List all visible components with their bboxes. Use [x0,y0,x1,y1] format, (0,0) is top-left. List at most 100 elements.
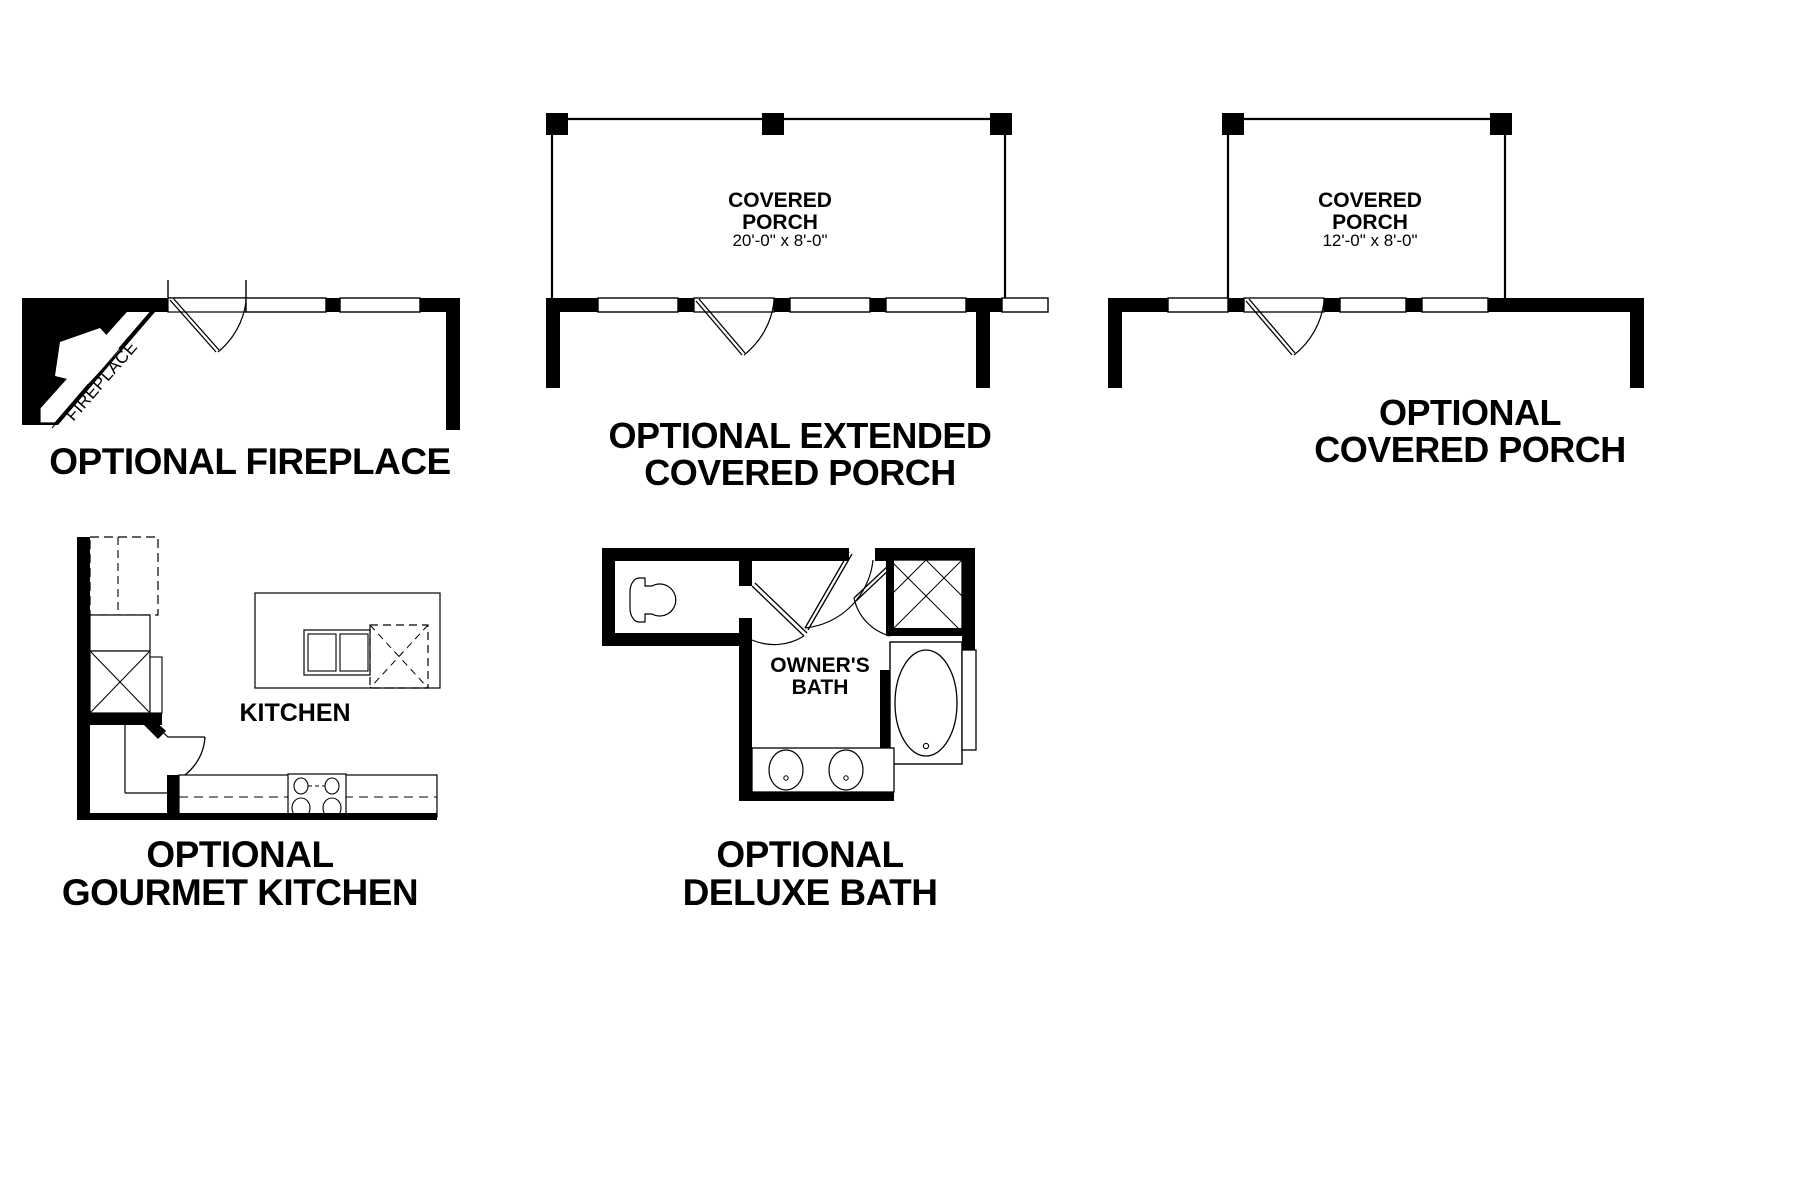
toilet-fixture [629,577,677,623]
shower-door-leaf [853,563,891,599]
wall-right-return [446,298,460,430]
tub-side-panel [961,649,977,751]
vanity-sink-right-drain [843,775,849,781]
extended-porch-dimensions: 20'-0" x 8'-0" [732,231,828,250]
owners-bath-room-name: OWNER'S BATH [770,654,870,700]
wc-wall-right-lower [739,618,752,648]
deluxe-bath-plan-drawing [602,548,977,801]
wall-pier-2 [774,298,790,312]
wc-wall-top [602,548,752,561]
wall-bottom-exterior [77,813,437,820]
sink-basin-right [339,633,369,672]
tub-basin [894,649,958,757]
door-threshold [1243,297,1325,313]
appliance-x-2 [89,650,151,714]
door-leaf [169,299,217,353]
island-pier-solid [167,775,179,820]
door-threshold [693,297,775,313]
wall-left-return [1108,298,1122,388]
door-leaf [695,300,743,356]
window-unit-1 [597,297,679,313]
door-leaf-2 [698,298,746,354]
wc-door-leaf [751,585,805,637]
tub-drain [922,742,930,750]
wall-pier-3 [870,298,886,312]
wall-pier-1 [1228,298,1244,312]
porch-post-right [990,113,1012,135]
extended-covered-porch-plan-drawing [546,113,1049,388]
counter-edge-solid [90,713,162,725]
porch-post-left [546,113,568,135]
window-unit-3 [1421,297,1489,313]
bath-entry-door-leaf [804,551,850,629]
porch-post-left [1222,113,1244,135]
island-corner-solid [144,716,166,739]
door-opening-frame [167,280,247,299]
wall-pier-1 [678,298,694,312]
extended-porch-room-name: COVERED PORCH [728,189,832,235]
fireplace-option-title: OPTIONAL FIREPLACE [49,441,451,482]
house-wall-left-solid [1108,298,1168,312]
appliance-side-panel [149,656,163,714]
door-leaf-2 [172,297,220,351]
vanity-sink-left-drain [783,775,789,781]
wc-door-swing-arc [751,635,805,646]
shower-diag-2 [889,559,963,633]
wall-cabinet-dashed [89,536,159,616]
wall-right-return [1630,298,1644,388]
gourmet-kitchen-plan-drawing [77,536,441,820]
vanity-sink-left [768,749,804,791]
bath-wall-top-right [875,548,975,561]
wall-right-return [976,298,990,388]
bath-wall-top-left [739,548,849,561]
window-unit-1 [1167,297,1229,313]
covered-porch-plan-drawing [1108,113,1644,388]
sink-basin-left [307,633,337,672]
covered-porch-option-title: OPTIONAL COVERED PORCH [1314,392,1626,470]
window-unit-3 [885,297,967,313]
window-unit-2 [1339,297,1407,313]
wall-left-exterior [77,537,90,820]
door-leaf-2 [1248,298,1296,354]
fireplace-hearth [55,328,120,384]
wall-left-return [546,298,560,388]
wall-pier-3 [1406,298,1422,312]
window-unit-2 [789,297,871,313]
kitchen-room-name: KITCHEN [239,699,351,727]
window-unit-1 [245,297,327,313]
gourmet-kitchen-option-title: OPTIONAL GOURMET KITCHEN [61,834,419,913]
bath-entry-door-leaf-2 [807,553,853,631]
deluxe-bath-option-title: OPTIONAL DELUXE BATH [682,834,938,913]
wc-wall-left [602,548,615,646]
fireplace-plan-drawing [22,280,460,430]
wall-pier-4 [1488,298,1644,312]
window-unit-4 [1001,297,1049,313]
fireplace-inner-line [51,315,149,429]
wc-door-leaf-2 [754,582,808,634]
wc-wall-bottom [602,633,752,646]
wall-pier-2 [1324,298,1340,312]
shower-curb [886,628,962,636]
bath-wall-right [962,548,975,678]
wall-top-left-solid [22,298,155,312]
door-swing-arc [217,301,247,353]
covered-porch-room-name: COVERED PORCH [1318,189,1422,235]
porch-post-mid [762,113,784,135]
door-swing-arc [743,301,775,356]
dishwasher-dashed [369,624,429,689]
shower-jamb [886,560,894,632]
cooktop [287,773,347,820]
bath-entry-swing-arc [804,559,874,629]
shower-diag-4 [925,559,963,597]
base-cabinet-upper [89,614,151,652]
door-swing-arc [1293,301,1325,356]
vanity-sink-right [828,749,864,791]
window-unit-2 [339,297,421,313]
shower-diag-3 [889,559,927,597]
dishwasher-x-2 [369,624,429,689]
porch-post-right [1490,113,1512,135]
door-leaf [1245,300,1293,356]
bath-wall-left [739,646,752,801]
wall-pier-1 [326,298,340,312]
